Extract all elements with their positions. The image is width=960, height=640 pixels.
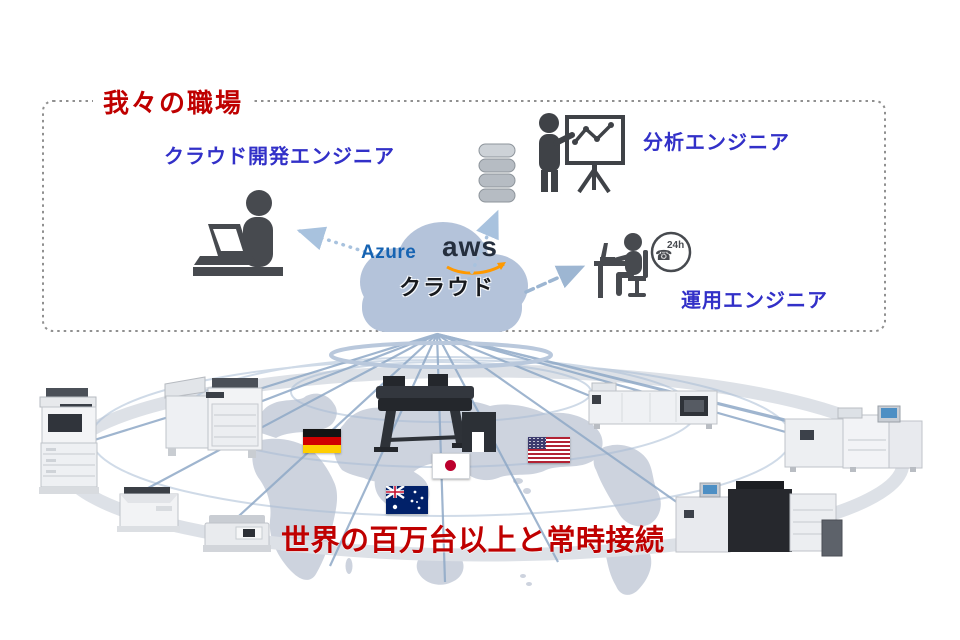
printer-office-mfp [39,388,99,494]
support-24h-circle [650,231,692,273]
printer-production-press-line [784,405,923,472]
azure-logo-text: Azure [361,242,417,263]
usa-canton [528,437,546,449]
analyst-presentation-icon [539,113,625,194]
printer-inkjet [203,515,271,552]
workplace-box-border [42,100,886,332]
operations-seated-icon [594,233,648,298]
flag-germany-icon [303,429,341,453]
printer-production [588,382,718,429]
printer-large-format-plotter [374,374,496,452]
aws-logo-text: aws [442,231,498,262]
printer-digital-press [675,481,843,557]
database-icon [478,143,516,203]
workplace-title: 我々の職場 [93,83,254,120]
role-label-operations: 運用エンジニア [681,290,828,312]
arrow-to-analytics [464,209,499,288]
printer-laser [117,487,180,532]
australia-flag-detail [385,484,424,510]
developer-laptop-icon [193,190,283,276]
japan-sun-disc [445,460,456,471]
flag-japan-icon [432,453,470,479]
cloud-shape [360,222,528,332]
role-label-cloud-dev: クラウド開発エンジニア [164,146,395,168]
role-label-analytics: 分析エンジニア [643,132,790,154]
support-24h-label: 24h [667,240,685,251]
arrow-to-cloud-dev [296,226,374,256]
aws-swoosh [446,262,506,275]
phone-icon: ☎ [655,247,673,263]
arrow-to-operations [524,265,586,294]
flag-usa-icon [528,437,570,463]
globe-top-ring [329,341,553,369]
cloud-label: クラウド [399,275,496,300]
cloud-arrows [296,209,586,294]
flag-australia-icon [385,484,428,514]
bottom-caption: 世界の百万台以上と常時接続 [281,525,665,557]
printer-office-mfp-with-finisher [164,376,263,458]
